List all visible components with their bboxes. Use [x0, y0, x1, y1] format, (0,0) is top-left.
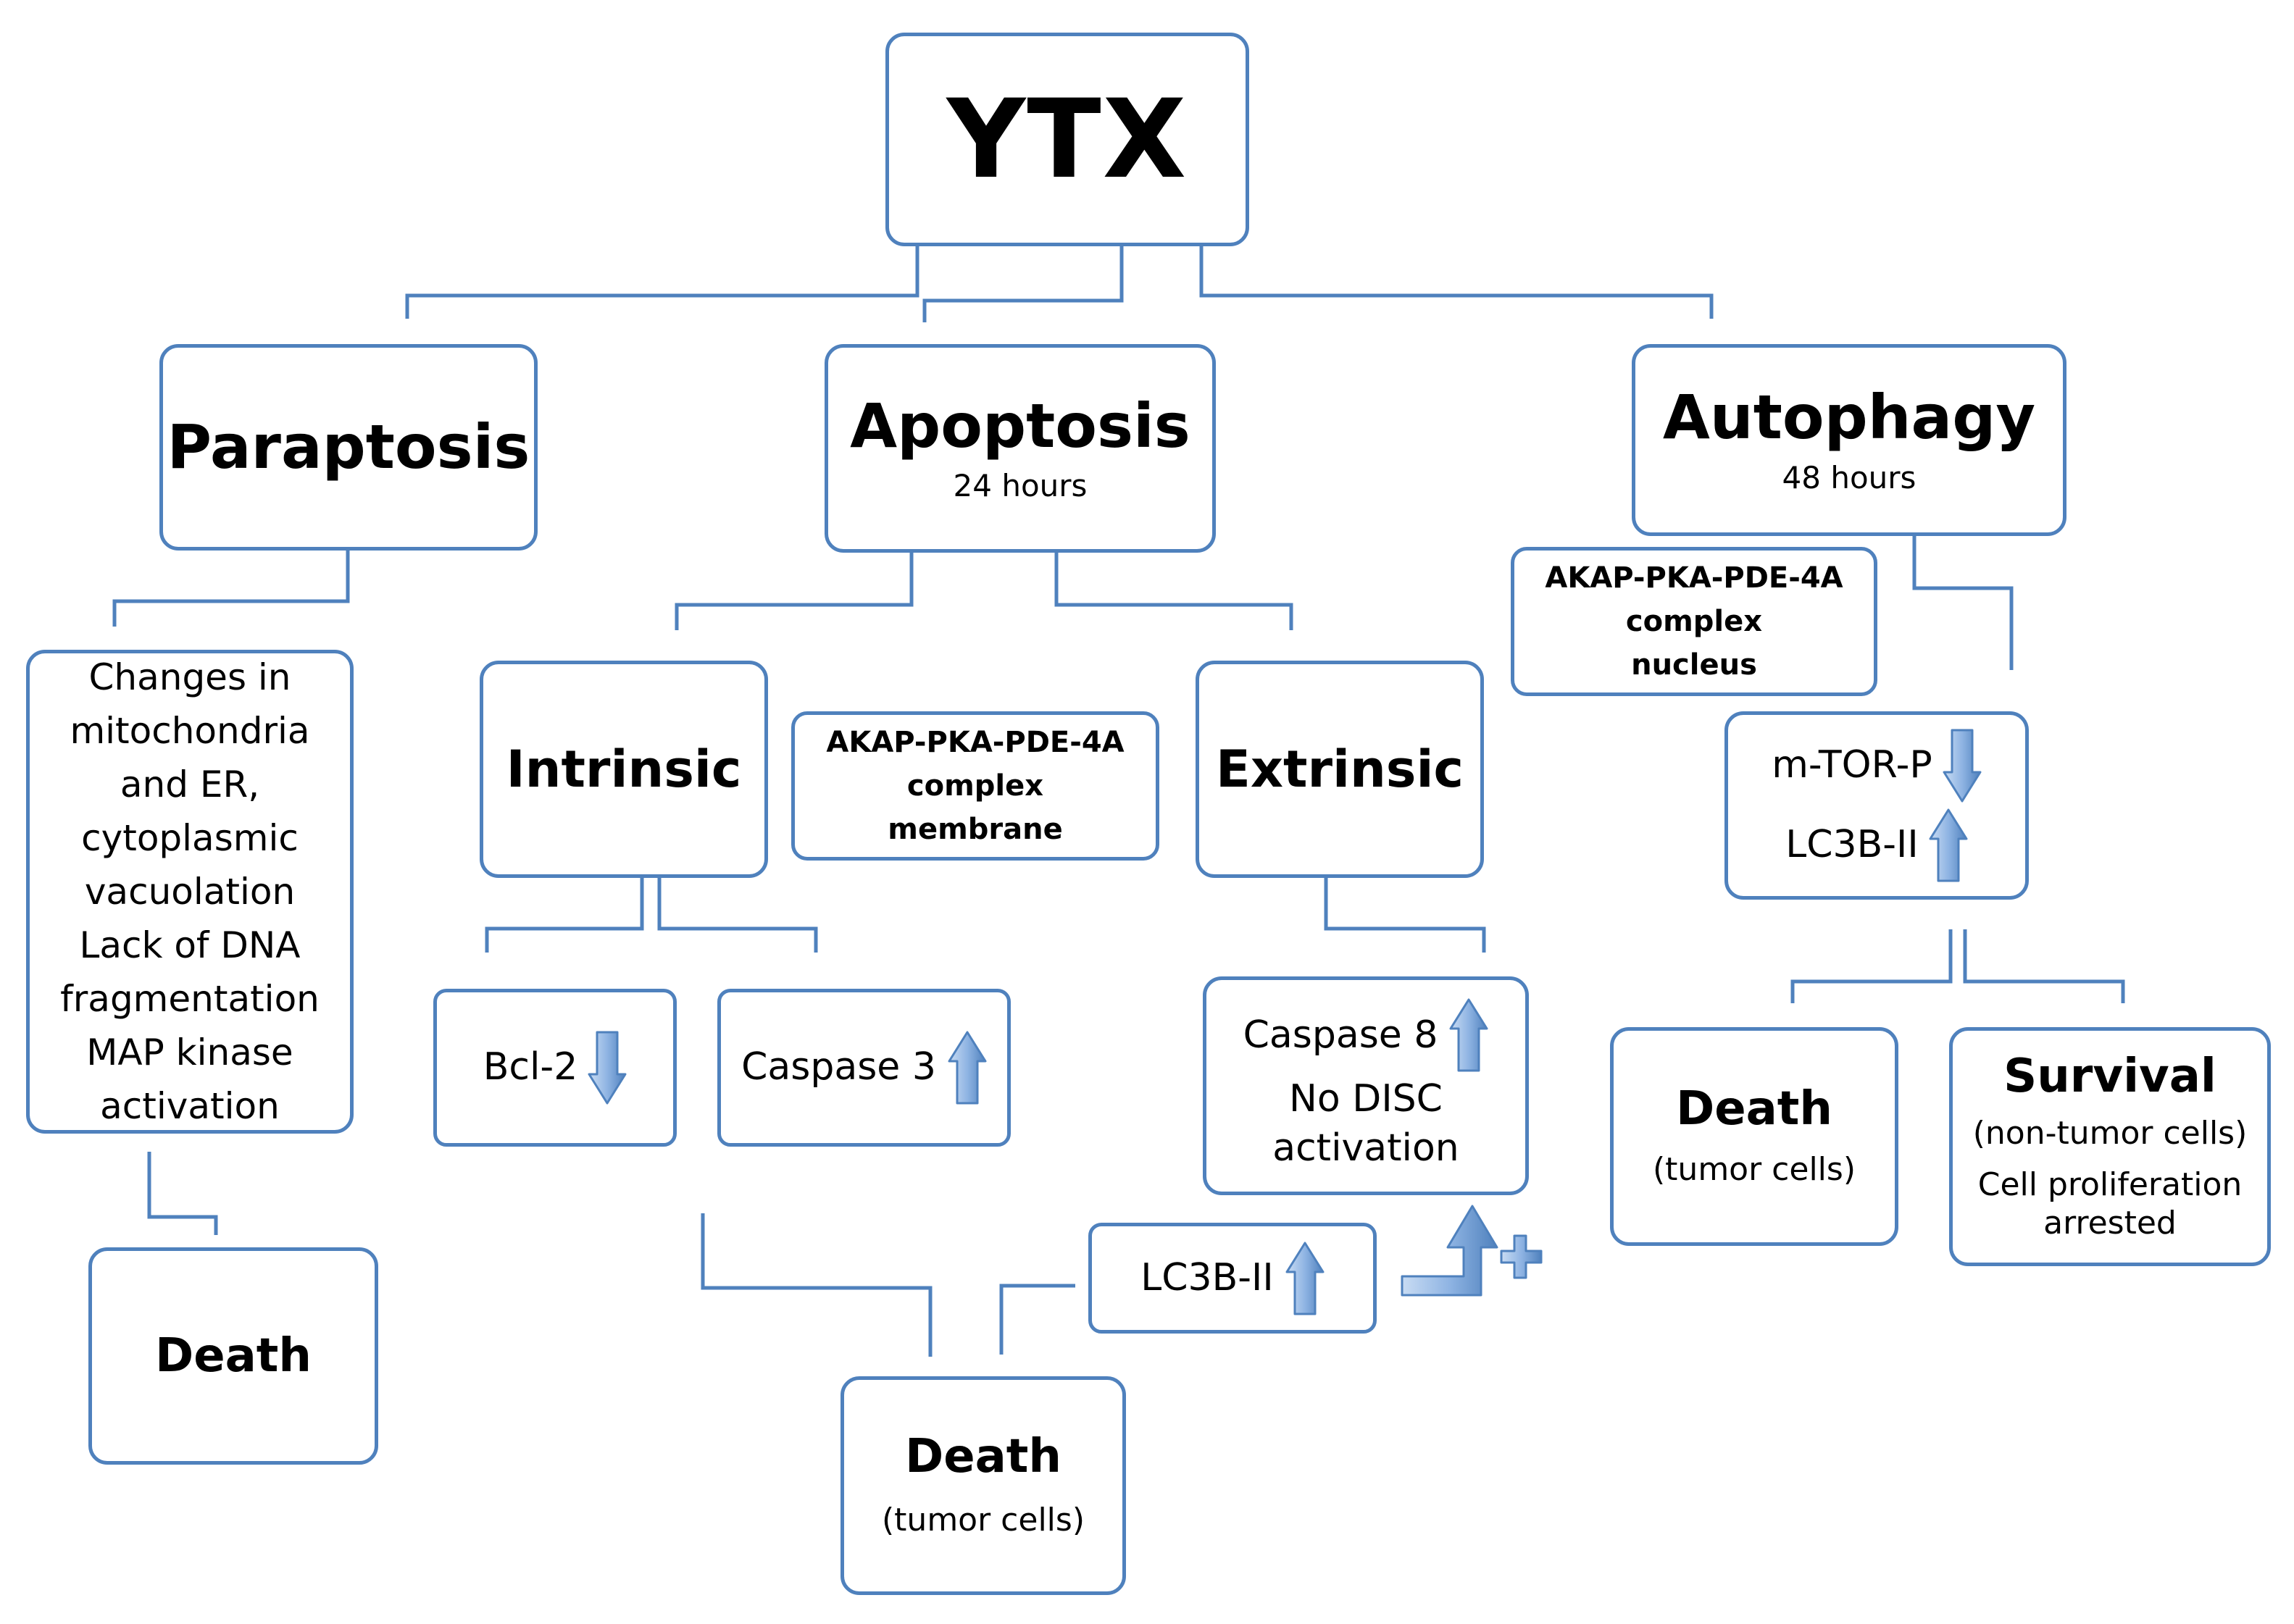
apoptosis-death-box: Death (tumor cells)	[841, 1376, 1126, 1595]
apoptosis-complex-box: AKAP-PKA-PDE-4A complex membrane	[791, 711, 1159, 861]
intrinsic-title: Intrinsic	[506, 739, 742, 799]
apoptosis-title: Apoptosis	[850, 390, 1190, 461]
connector-ytx-paraptosis	[405, 246, 919, 319]
connector-markers-death	[1790, 929, 1953, 1003]
autophagy-complex-line-3: nucleus	[1631, 648, 1757, 682]
paraptosis-feature-9: activation	[100, 1085, 280, 1127]
apoptosis-complex-line-1: AKAP-PKA-PDE-4A	[826, 726, 1125, 759]
connector-intrinsic-caspase3	[657, 876, 818, 953]
paraptosis-feature-5: vacuolation	[84, 871, 296, 913]
connector-apoptosis-intrinsic	[675, 553, 914, 630]
connector-intrinsic-bcl2	[485, 876, 644, 953]
connector-markers-survival	[1963, 929, 2125, 1003]
intrinsic-box: Intrinsic	[480, 661, 768, 878]
connector-paraptosis-features	[112, 551, 350, 627]
paraptosis-box: Paraptosis	[159, 344, 538, 551]
ytx-box: YTX	[885, 33, 1249, 246]
survival-sub: (non-tumor cells)	[1972, 1115, 2248, 1152]
paraptosis-features-box: Changes in mitochondria and ER, cytoplas…	[26, 650, 354, 1134]
autophagy-complex-line-1: AKAP-PKA-PDE-4A	[1545, 561, 1843, 595]
caspase8-note-line-1: No DISC	[1289, 1077, 1443, 1121]
apoptosis-death-sub: (tumor cells)	[882, 1501, 1085, 1539]
survival-title: Survival	[2003, 1049, 2216, 1103]
autophagy-death-title: Death	[1676, 1082, 1832, 1137]
autophagy-complex-line-2: complex	[1625, 605, 1763, 638]
autophagy-death-sub: (tumor cells)	[1653, 1150, 1856, 1188]
autophagy-title: Autophagy	[1662, 382, 2036, 453]
paraptosis-feature-7: fragmentation	[60, 978, 320, 1020]
autophagy-lc3b-label: LC3B-II	[1785, 823, 1919, 867]
turn-up-arrow-icon	[1401, 1205, 1498, 1297]
survival-note-line-1: Cell proliferation	[1977, 1165, 2243, 1203]
connector-extrinsic-caspase8	[1324, 876, 1486, 953]
caspase8-box: Caspase 8 No DISC activation	[1203, 976, 1529, 1195]
connector-ytx-autophagy	[1199, 246, 1714, 319]
paraptosis-title: Paraptosis	[167, 411, 530, 483]
connector-intrinsic-death	[701, 1213, 933, 1357]
apoptosis-death-title: Death	[905, 1430, 1062, 1484]
apoptosis-time: 24 hours	[953, 468, 1088, 503]
connector-features-death	[147, 1152, 218, 1235]
caspase8-note-line-2: activation	[1272, 1126, 1459, 1170]
up-arrow-icon	[1449, 998, 1488, 1072]
autophagy-box: Autophagy 48 hours	[1632, 344, 2066, 536]
paraptosis-feature-2: mitochondria	[70, 710, 310, 752]
plus-icon	[1500, 1234, 1543, 1279]
paraptosis-feature-6: Lack of DNA	[79, 924, 301, 966]
ytx-label: YTX	[946, 76, 1188, 203]
survival-box: Survival (non-tumor cells) Cell prolifer…	[1949, 1027, 2271, 1266]
connector-apoptosis-extrinsic	[1054, 553, 1293, 630]
down-arrow-icon	[1943, 729, 1982, 803]
survival-note-line-2: arrested	[2043, 1204, 2177, 1242]
apoptosis-complex-line-3: membrane	[888, 813, 1063, 846]
paraptosis-feature-4: cytoplasmic	[81, 817, 299, 859]
connector-lc3b-death	[999, 1284, 1075, 1355]
apoptosis-complex-line-2: complex	[906, 769, 1044, 803]
mtor-label: m-TOR-P	[1772, 743, 1932, 787]
extrinsic-box: Extrinsic	[1196, 661, 1484, 878]
paraptosis-feature-1: Changes in	[88, 656, 291, 698]
paraptosis-death-title: Death	[155, 1328, 312, 1383]
autophagy-complex-box: AKAP-PKA-PDE-4A complex nucleus	[1511, 547, 1877, 696]
paraptosis-death-box: Death	[88, 1247, 378, 1465]
paraptosis-feature-8: MAP kinase	[86, 1031, 293, 1073]
bcl2-label: Bcl-2	[483, 1045, 578, 1089]
down-arrow-icon	[588, 1031, 627, 1105]
caspase3-box: Caspase 3	[717, 989, 1011, 1147]
caspase3-label: Caspase 3	[741, 1045, 936, 1089]
paraptosis-feature-3: and ER,	[120, 763, 260, 805]
autophagy-markers-box: m-TOR-P LC3B-II	[1724, 711, 2029, 900]
up-arrow-icon	[1929, 808, 1968, 882]
bcl2-box: Bcl-2	[433, 989, 677, 1147]
autophagy-death-box: Death (tumor cells)	[1610, 1027, 1898, 1246]
connector-ytx-apoptosis	[922, 246, 1124, 322]
apoptosis-lc3b-box: LC3B-II	[1088, 1223, 1377, 1334]
apoptosis-box: Apoptosis 24 hours	[825, 344, 1216, 553]
caspase8-label: Caspase 8	[1243, 1013, 1438, 1057]
connector-autophagy-markers	[1912, 536, 2014, 670]
autophagy-time: 48 hours	[1782, 459, 1916, 495]
up-arrow-icon	[1285, 1242, 1325, 1315]
up-arrow-icon	[948, 1031, 987, 1105]
apoptosis-lc3b-label: LC3B-II	[1140, 1255, 1274, 1299]
extrinsic-title: Extrinsic	[1216, 739, 1464, 799]
